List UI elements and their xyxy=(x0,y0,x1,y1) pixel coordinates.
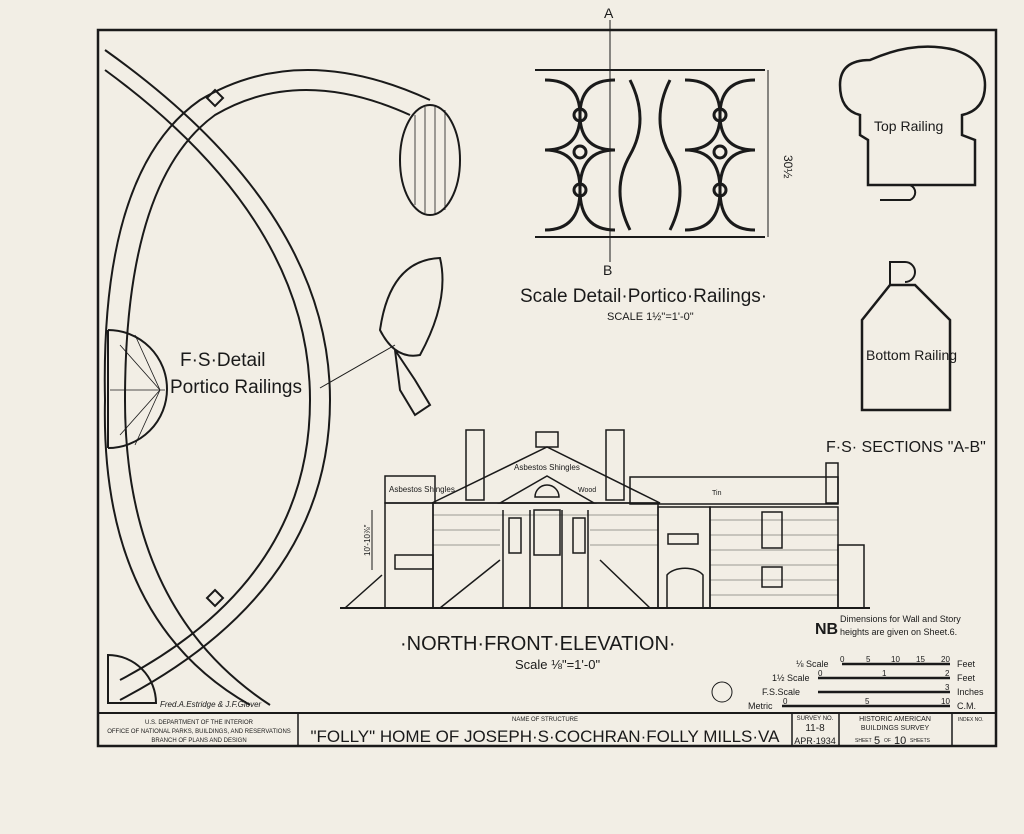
scale-tick: 0 xyxy=(818,669,823,678)
portico-railing-detail xyxy=(535,69,765,238)
scale-label-full-size: F.S.Scale xyxy=(762,687,800,697)
fs-detail-label-2: Portico Railings xyxy=(170,377,302,398)
elevation-height-dimension: 10'-10⅞" xyxy=(363,524,372,556)
scale-tick: 1 xyxy=(882,669,887,678)
survey-number: 11-8 xyxy=(805,723,825,734)
top-railing-section xyxy=(838,45,987,187)
sheet-number: 5 xyxy=(874,735,880,747)
railing-section-top xyxy=(399,104,461,216)
note-line-1: Dimensions for Wall and Story xyxy=(840,614,961,624)
habs-line-1: HISTORIC AMERICAN xyxy=(859,716,931,723)
graphic-scales: ⅛ Scale 0 5 10 15 20 Feet 1½ Scale 0 1 2… xyxy=(748,655,984,711)
scale-tick: 20 xyxy=(941,655,950,664)
scale-tick: 2 xyxy=(945,669,950,678)
scale-tick: 15 xyxy=(916,655,925,664)
scale-bars xyxy=(782,662,950,708)
railing-detail-scale: SCALE 1½"=1'-0" xyxy=(607,311,694,323)
index-label: INDEX NO. xyxy=(958,717,984,723)
scale-unit: Feet xyxy=(957,659,976,669)
sheet-total: 10 xyxy=(894,735,906,747)
of-word: OF xyxy=(884,738,891,744)
left-roof-label: Asbestos Shingles xyxy=(389,485,455,494)
bottom-railing-label: Bottom Railing xyxy=(866,347,957,363)
section-b-label: B xyxy=(603,262,612,278)
survey-date: APR·1934 xyxy=(794,736,836,746)
leader-line xyxy=(319,344,396,389)
wood-label: Wood xyxy=(578,487,596,494)
railing-height-dimension: 30½ xyxy=(781,155,795,178)
section-a-label: A xyxy=(604,5,614,21)
survey-label: SURVEY NO. xyxy=(797,716,834,722)
scale-tick: 10 xyxy=(941,697,950,706)
sheets-word: SHEETS xyxy=(910,738,931,744)
sections-title: F·S· SECTIONS "A-B" xyxy=(826,439,986,456)
scale-label-eighth: ⅛ Scale xyxy=(796,659,829,669)
scale-unit: C.M. xyxy=(957,701,976,711)
siding-hatch xyxy=(433,514,838,596)
center-roof-label: Asbestos Shingles xyxy=(514,463,580,472)
structure-name: "FOLLY" HOME OF JOSEPH·S·COCHRAN·FOLLY M… xyxy=(311,727,781,746)
agency-line-1: U.S. DEPARTMENT OF THE INTERIOR xyxy=(145,720,254,726)
tin-label: Tin xyxy=(712,490,722,497)
agency-line-3: BRANCH OF PLANS AND DESIGN xyxy=(151,738,246,744)
scale-tick: 10 xyxy=(891,655,900,664)
scale-label-metric: Metric xyxy=(748,701,773,711)
hatch xyxy=(110,106,446,446)
elevation-scale: Scale ⅛"=1'-0" xyxy=(515,657,600,672)
title-block xyxy=(297,713,953,746)
survey-seal xyxy=(711,681,733,703)
scale-tick: 0 xyxy=(783,697,788,706)
railing-detail-title: Scale Detail·Portico·Railings· xyxy=(520,286,767,307)
north-front-elevation xyxy=(340,429,870,609)
scale-unit: Feet xyxy=(957,673,976,683)
structure-name-label: NAME OF STRUCTURE xyxy=(512,717,578,723)
elevation-title: ·NORTH·FRONT·ELEVATION· xyxy=(400,633,676,655)
scale-tick: 5 xyxy=(865,697,870,706)
title-block-text: U.S. DEPARTMENT OF THE INTERIOR OFFICE O… xyxy=(107,716,983,747)
habs-line-2: BUILDINGS SURVEY xyxy=(861,725,930,732)
sheet-word: SHEET xyxy=(855,738,872,744)
scale-unit: Inches xyxy=(957,687,984,697)
full-size-railing-drawing xyxy=(103,49,461,706)
top-railing-label: Top Railing xyxy=(874,118,943,134)
scale-label-one-half: 1½ Scale xyxy=(772,673,810,683)
scale-tick: 5 xyxy=(866,655,871,664)
scale-tick: 3 xyxy=(945,683,950,692)
bottom-railing-section-tab xyxy=(889,261,916,285)
sheet-border xyxy=(96,28,998,748)
signature: Fred.A.Estridge & J.F.Glover xyxy=(160,700,262,709)
agency-line-2: OFFICE OF NATIONAL PARKS, BUILDINGS, AND… xyxy=(107,729,291,735)
top-railing-section-tab xyxy=(880,184,917,201)
scale-tick: 0 xyxy=(840,655,845,664)
note-prefix: NB xyxy=(815,621,838,638)
fs-detail-label-1: F·S·Detail xyxy=(180,350,266,371)
note-line-2: heights are given on Sheet.6. xyxy=(840,627,957,637)
